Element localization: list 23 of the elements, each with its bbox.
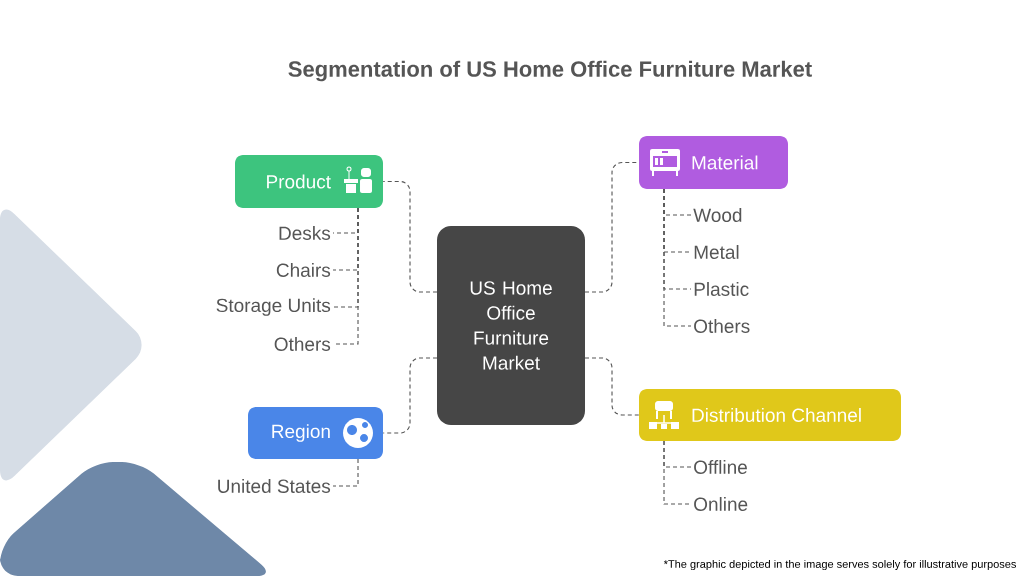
category-box: Product: [235, 155, 383, 208]
item-label: Storage Units: [216, 298, 331, 316]
item-label: Wood: [693, 208, 742, 222]
item-label: Desks: [279, 226, 331, 240]
category-box: Distribution Channel: [639, 389, 901, 441]
connector: [382, 357, 438, 434]
title: Segmentation of US Home Office Furniture Market: [288, 60, 812, 82]
connector: [663, 188, 692, 327]
connector: [382, 180, 438, 293]
item-label: Others: [274, 337, 331, 351]
item-label: Online: [694, 497, 748, 511]
item-label: Chairs: [276, 263, 331, 277]
item-label: Offline: [694, 460, 747, 474]
connector: [584, 357, 640, 416]
footnote: *The graphic depicted in the image serves solely for illustrative purposes: [663, 559, 1016, 571]
item-label: United States: [218, 479, 331, 493]
connector: [663, 440, 692, 505]
category-box: Material: [639, 136, 788, 189]
center-box: US Home Office Furniture Market: [437, 226, 585, 425]
item-label: Plastic: [694, 282, 749, 296]
item-label: Others: [694, 319, 750, 333]
item-label: Metal: [694, 245, 739, 259]
connector: [332, 458, 359, 487]
